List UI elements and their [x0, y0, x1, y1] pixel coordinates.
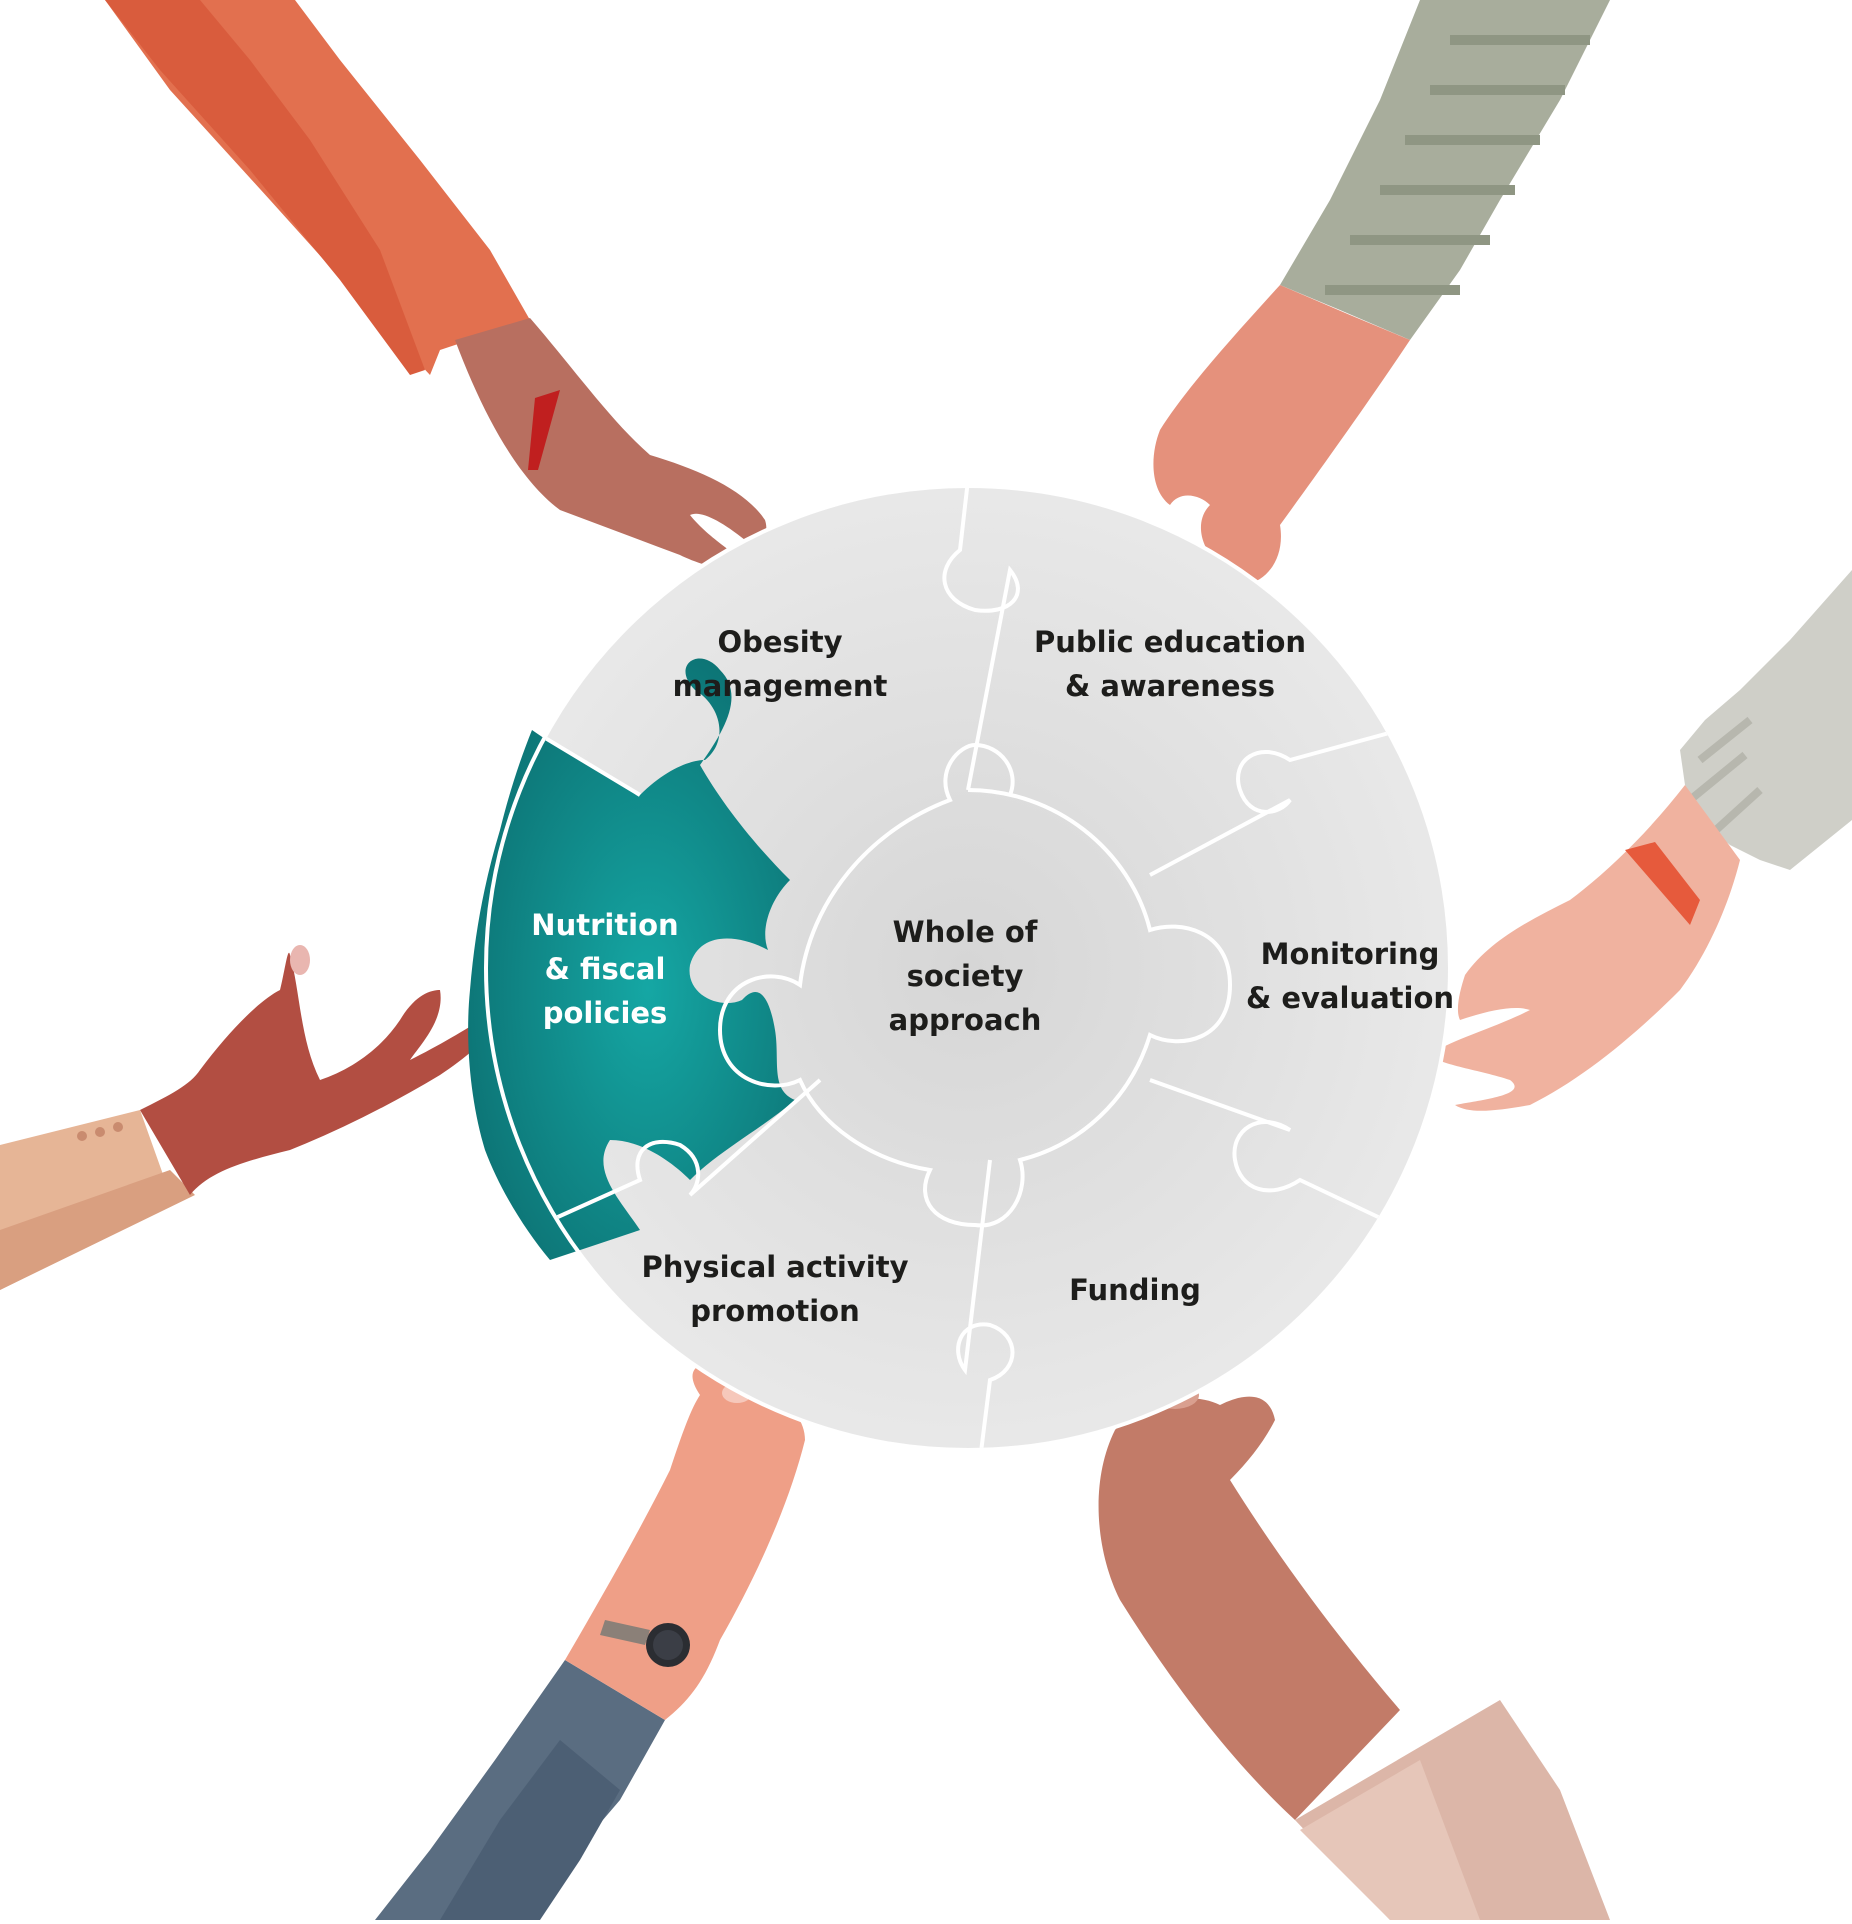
- piece-label-nutrition: Nutrition & fiscal policies: [490, 903, 720, 1035]
- piece-label-nutrition-line-1: Nutrition: [531, 908, 679, 942]
- piece-label-public-line-2: & awareness: [1064, 669, 1276, 703]
- piece-label-physical: Physical activity promotion: [620, 1245, 930, 1333]
- piece-label-public: Public education & awareness: [1010, 620, 1330, 708]
- hand-right: [1430, 570, 1852, 1111]
- center-label-line-1: Whole of: [892, 915, 1038, 949]
- hand-top-right: [1153, 0, 1610, 586]
- hand-bottom-right: [1098, 1381, 1610, 1920]
- piece-label-funding: Funding: [1035, 1268, 1235, 1312]
- center-label-line-3: approach: [888, 1003, 1042, 1037]
- hand-left: [0, 945, 510, 1290]
- hand-top-left: [105, 0, 767, 576]
- piece-label-funding-line-1: Funding: [1069, 1273, 1201, 1307]
- puzzle-disc: [468, 484, 1452, 1452]
- piece-label-monitoring-line-2: & evaluation: [1245, 981, 1455, 1015]
- piece-label-nutrition-line-3: policies: [542, 996, 668, 1030]
- piece-label-obesity: Obesity management: [630, 620, 930, 708]
- hand-bottom-left: [375, 1364, 805, 1920]
- piece-label-monitoring: Monitoring & evaluation: [1200, 932, 1500, 1020]
- piece-label-physical-line-1: Physical activity: [641, 1250, 909, 1284]
- center-label: Whole of society approach: [845, 910, 1085, 1042]
- piece-label-monitoring-line-1: Monitoring: [1260, 937, 1440, 971]
- piece-label-nutrition-line-2: & fiscal: [544, 952, 666, 986]
- piece-label-obesity-line-2: management: [672, 669, 888, 703]
- piece-label-physical-line-2: promotion: [690, 1294, 860, 1328]
- piece-label-obesity-line-1: Obesity: [717, 625, 843, 659]
- center-label-line-2: society: [906, 959, 1024, 993]
- piece-label-public-line-1: Public education: [1033, 625, 1307, 659]
